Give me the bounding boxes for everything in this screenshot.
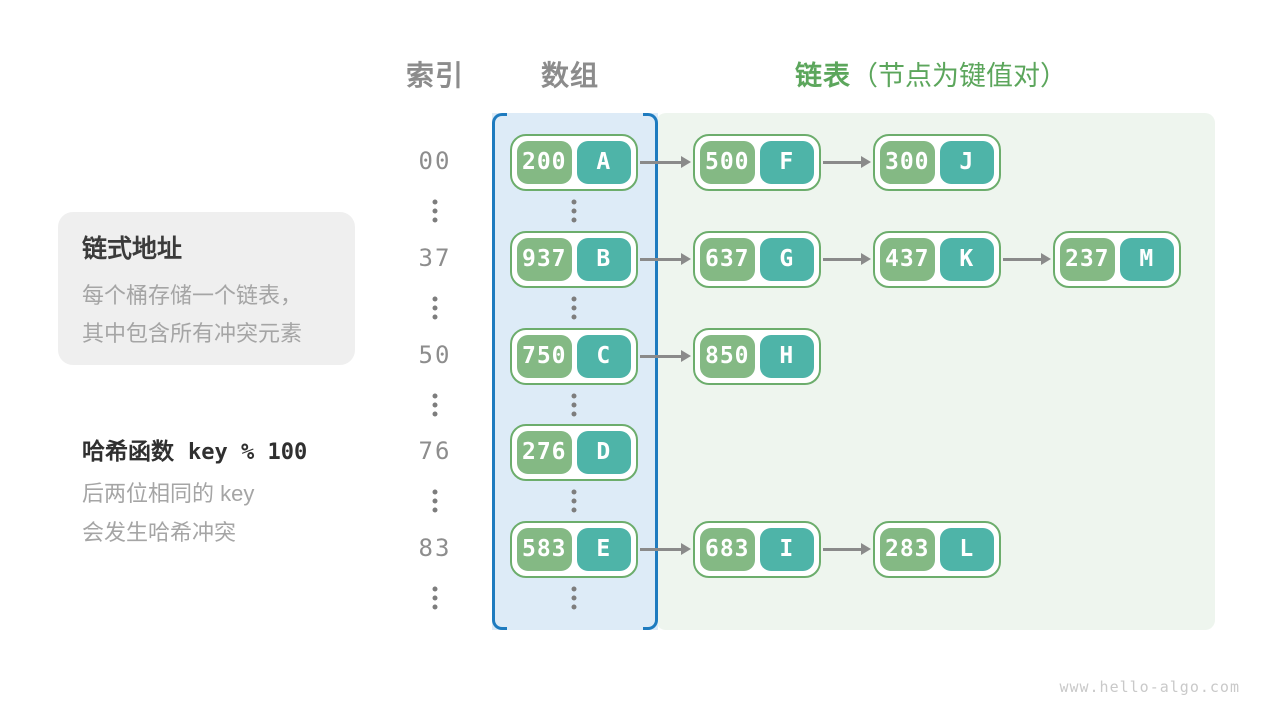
info-card-line-1: 每个桶存储一个链表， xyxy=(82,283,303,308)
info-card-title: 链式地址 xyxy=(82,235,183,263)
ellipsis-dot xyxy=(432,604,438,609)
hash-function-title: 哈希函数 key % 100 xyxy=(82,432,307,466)
list-column-header: 链表（节点为键值对） xyxy=(795,54,1067,93)
ellipsis-icon xyxy=(432,199,438,222)
ellipsis-dot xyxy=(432,199,438,204)
ellipsis-icon xyxy=(432,586,438,609)
hash-note-line-2: 会发生哈希冲突 xyxy=(82,520,237,545)
ellipsis-dot xyxy=(432,507,438,512)
array-bracket-right xyxy=(643,113,658,630)
ellipsis-dot xyxy=(432,217,438,222)
ellipsis-dot xyxy=(432,489,438,494)
ellipsis-icon xyxy=(432,296,438,319)
ellipsis-dot xyxy=(432,314,438,319)
ellipsis-icon xyxy=(432,489,438,512)
ellipsis-icon xyxy=(432,393,438,416)
array-column-header: 数组 xyxy=(540,60,600,91)
index-column-header: 索引 xyxy=(405,60,465,91)
ellipsis-dot xyxy=(432,305,438,310)
index-label: 76 xyxy=(418,437,452,465)
info-card-line-2: 其中包含所有冲突元素 xyxy=(82,321,303,346)
list-header-note: （节点为键值对） xyxy=(851,61,1067,91)
ellipsis-dot xyxy=(432,296,438,301)
index-label: 00 xyxy=(418,147,452,175)
index-label: 83 xyxy=(418,534,452,562)
index-label: 50 xyxy=(418,341,452,369)
ellipsis-dot xyxy=(432,402,438,407)
index-label: 37 xyxy=(418,244,452,272)
array-region xyxy=(492,113,658,630)
chaining-info-card: 链式地址 每个桶存储一个链表， 其中包含所有冲突元素 xyxy=(58,212,355,365)
ellipsis-dot xyxy=(432,586,438,591)
array-bracket-left xyxy=(492,113,507,630)
ellipsis-dot xyxy=(432,411,438,416)
watermark: www.hello-algo.com xyxy=(1059,678,1240,696)
ellipsis-dot xyxy=(432,498,438,503)
hash-function-label: 哈希函数 xyxy=(82,438,174,464)
linked-list-region xyxy=(656,113,1215,630)
hash-function-note: 哈希函数 key % 100 后两位相同的 key 会发生哈希冲突 xyxy=(82,432,307,552)
hash-note-line-1: 后两位相同的 key xyxy=(82,481,255,506)
ellipsis-dot xyxy=(432,208,438,213)
ellipsis-dot xyxy=(432,393,438,398)
hash-function-code: key % 100 xyxy=(188,440,308,465)
list-header-title: 链表 xyxy=(795,61,851,91)
ellipsis-dot xyxy=(432,595,438,600)
